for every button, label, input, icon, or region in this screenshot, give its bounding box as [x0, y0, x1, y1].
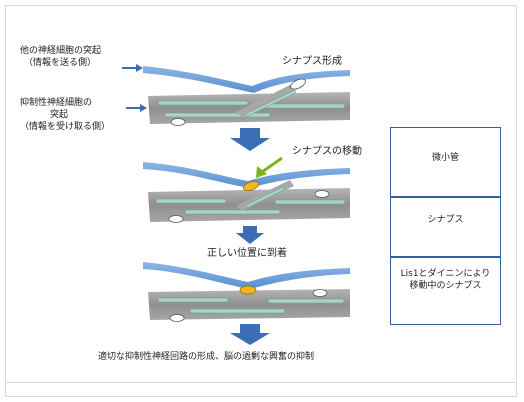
- down-arrow: [230, 324, 270, 345]
- sending-process: [143, 262, 350, 289]
- sending-process: [143, 66, 350, 93]
- microtubule: [245, 90, 296, 117]
- label-inhibitory-process-1: 抑制性神経細胞の: [20, 98, 93, 108]
- microtubule: [157, 297, 229, 303]
- label-send-side: （情報を送る側）: [24, 58, 97, 68]
- panel-arrival: [143, 262, 350, 322]
- down-arrow: [230, 128, 270, 151]
- label-inhibitory-process-2: 突起: [50, 110, 69, 120]
- legend-microtubule-label: 微小管: [431, 153, 459, 163]
- label-synapse-formation: シナプス形成: [282, 56, 342, 67]
- synapse-marker: [290, 78, 306, 90]
- microtubule: [245, 187, 285, 208]
- microtubule: [267, 298, 345, 304]
- legend-synapse-label: シナプス: [427, 215, 464, 225]
- label-arrive-correct: 正しい位置に到着: [207, 248, 287, 259]
- moving-synapse: [243, 181, 259, 191]
- microtubule: [274, 199, 346, 205]
- figure-frame: [5, 5, 517, 397]
- legend-divider: [391, 256, 500, 258]
- microtubule: [157, 100, 249, 106]
- microtubule: [184, 209, 281, 215]
- sending-process: [143, 162, 350, 188]
- microtubule: [264, 103, 346, 109]
- down-arrow: [236, 226, 264, 244]
- movement-arrow: [261, 156, 283, 174]
- synapse-marker: [169, 314, 185, 322]
- synapse-marker: [312, 289, 328, 297]
- figure-footer: [5, 382, 517, 397]
- legend-moving-label-2: 移動中のシナプス: [409, 281, 482, 291]
- microtubule: [189, 308, 286, 314]
- synapse-marker: [170, 118, 186, 126]
- legend-box: 微小管 シナプス Lis1とダイニンにより 移動中のシナプス: [390, 127, 501, 325]
- label-receive-side: （情報を受け取る側）: [20, 122, 111, 132]
- synapse-marker: [314, 190, 330, 198]
- branch-process: [236, 80, 304, 117]
- panel-synapse-movement: [143, 156, 350, 223]
- label-synapse-movement: シナプスの移動: [292, 146, 362, 157]
- legend-moving-label-1: Lis1とダイニンにより: [400, 269, 491, 279]
- label-result: 適切な抑制性神経回路の形成、脳の過剰な興奮の抑制: [98, 352, 315, 362]
- synapse-marker: [168, 215, 184, 223]
- label-other-neuron-process: 他の神経細胞の突起: [20, 46, 102, 56]
- microtubule: [155, 198, 227, 204]
- arrived-synapse: [239, 285, 257, 295]
- microtubule: [164, 112, 271, 118]
- legend-divider: [391, 196, 500, 198]
- panel-synapse-formation: [122, 64, 350, 126]
